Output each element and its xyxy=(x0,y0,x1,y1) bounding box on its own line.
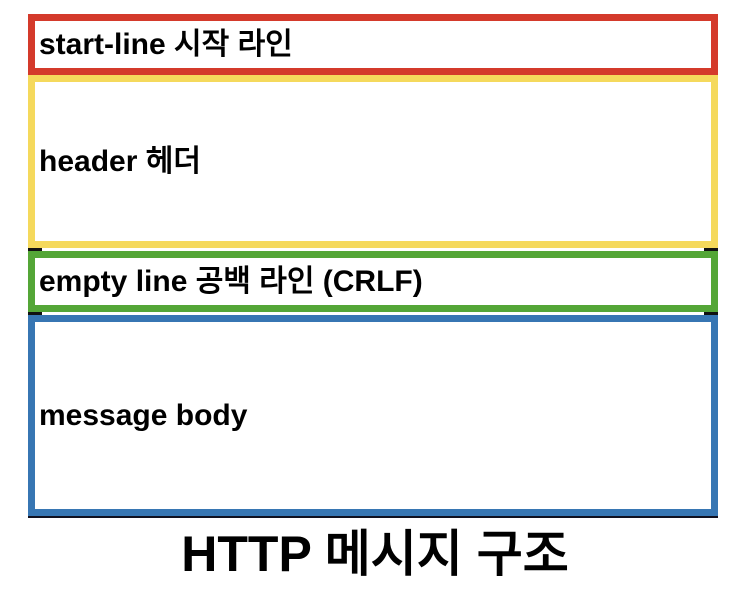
corner-tick xyxy=(704,312,718,315)
corner-tick xyxy=(28,248,42,251)
box-message-body-label: message body xyxy=(39,399,248,432)
diagram-caption: HTTP 메시지 구조 xyxy=(181,526,569,582)
corner-tick xyxy=(704,248,718,251)
box-start-line-label: start-line 시작 라인 xyxy=(39,28,293,61)
box-start-line: start-line 시작 라인 xyxy=(28,14,718,75)
box-message-body: message body xyxy=(28,315,718,516)
box-empty-line: empty line 공백 라인 (CRLF) xyxy=(28,251,718,312)
box-header-label: header 헤더 xyxy=(39,145,201,178)
corner-tick xyxy=(28,312,42,315)
box-header: header 헤더 xyxy=(28,75,718,248)
box-empty-line-label: empty line 공백 라인 (CRLF) xyxy=(39,265,423,298)
